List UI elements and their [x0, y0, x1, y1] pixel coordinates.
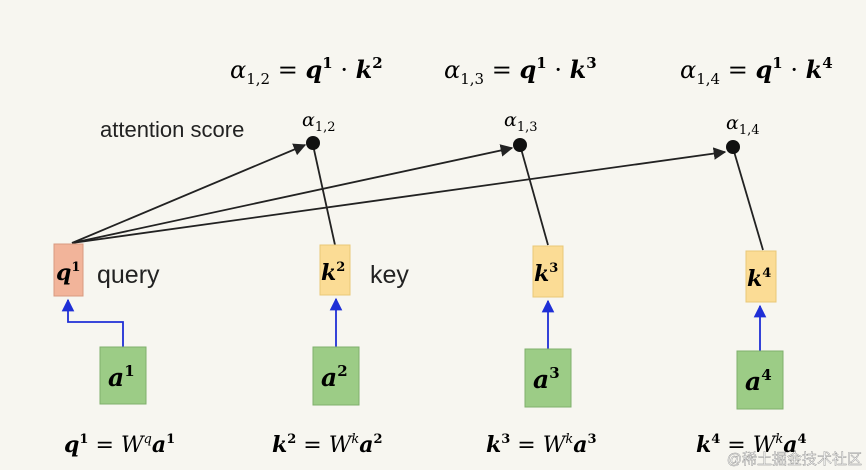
top-equation-2: α1,3 = q1 · k3	[444, 54, 597, 88]
input-box-a2: a2	[312, 346, 360, 406]
bottom-equation-k2: k2 = Wka2	[272, 432, 383, 458]
score-label-1-4: α1,4	[726, 112, 760, 138]
svg-text:α1,4 = q1 · k4: α1,4 = q1 · k4	[680, 54, 833, 88]
input-box-a3: a3	[524, 348, 572, 408]
key-box-k2: k2	[319, 244, 351, 296]
bottom-equation-k3: k3 = Wka3	[486, 432, 597, 458]
svg-text:α1,2 = q1 · k2: α1,2 = q1 · k2	[230, 54, 383, 88]
score-label-1-3: α1,3	[504, 109, 538, 135]
bottom-equation-q1: q1 = Wqa1	[64, 432, 175, 458]
svg-text:a4: a4	[745, 366, 772, 396]
arrow-q1-to-alpha13	[71, 144, 514, 244]
svg-text:a1: a1	[108, 362, 135, 392]
svg-text:k3: k3	[534, 261, 558, 287]
line-k3-to-alpha13	[519, 144, 549, 246]
key-box-k4: k4	[745, 250, 777, 303]
key-label: key	[370, 261, 409, 289]
score-node-1-4	[726, 140, 740, 154]
query-box-q1: q1	[53, 243, 84, 297]
svg-text:k3 = Wka3: k3 = Wka3	[486, 432, 597, 458]
input-box-a1: a1	[99, 346, 147, 405]
svg-text:k4: k4	[747, 266, 771, 292]
attention-score-label: attention score	[100, 117, 244, 142]
score-label-1-2: α1,2	[302, 109, 336, 135]
watermark: @稀土掘金技术社区	[727, 451, 862, 468]
svg-text:a3: a3	[533, 364, 560, 394]
svg-text:k4 = Wka4: k4 = Wka4	[696, 432, 807, 458]
svg-text:q1: q1	[56, 260, 80, 286]
svg-text:α1,3 = q1 · k3: α1,3 = q1 · k3	[444, 54, 597, 88]
arrow-q1-to-alpha14	[71, 147, 727, 244]
line-k4-to-alpha14	[732, 147, 764, 251]
query-label: query	[97, 261, 160, 289]
svg-text:a2: a2	[321, 362, 348, 392]
key-box-k3: k3	[532, 245, 564, 298]
top-equation-1: α1,2 = q1 · k2	[230, 54, 383, 88]
top-equation-3: α1,4 = q1 · k4	[680, 54, 833, 88]
svg-text:q1 = Wqa1: q1 = Wqa1	[64, 432, 175, 458]
svg-text:k2: k2	[321, 260, 345, 286]
bottom-equation-k4: k4 = Wka4	[696, 432, 807, 458]
arrow-q1-to-alpha12	[71, 143, 307, 244]
svg-text:k2 = Wka2: k2 = Wka2	[272, 432, 383, 458]
score-node-1-3	[513, 138, 527, 152]
input-box-a4: a4	[736, 350, 784, 410]
score-node-1-2	[306, 136, 320, 150]
arrow-a1-to-q1	[61, 298, 124, 347]
line-k2-to-alpha12	[312, 144, 336, 246]
